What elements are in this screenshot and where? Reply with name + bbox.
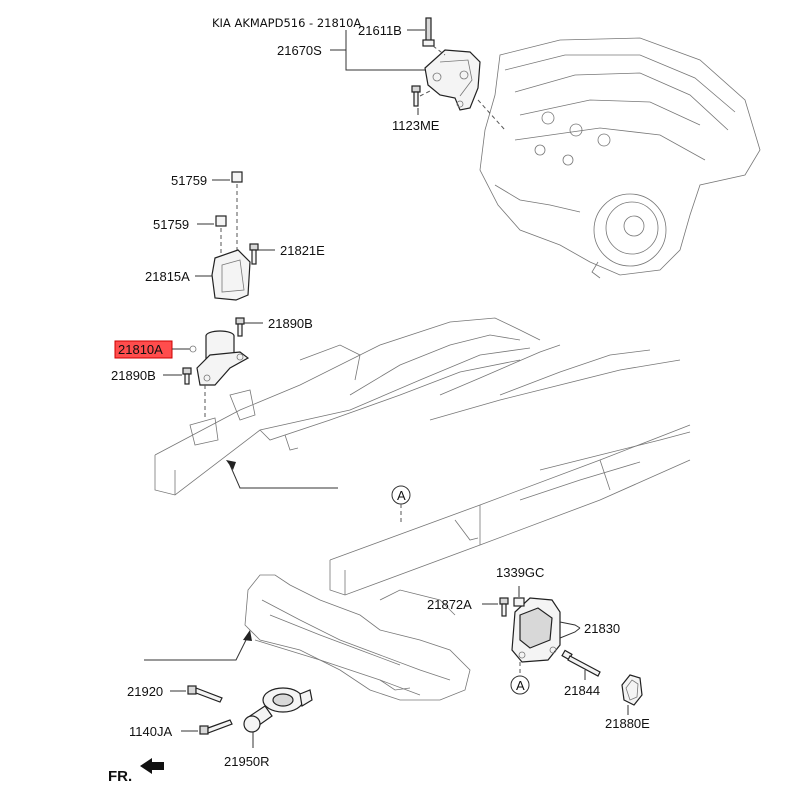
- label-21670S: 21670S: [277, 43, 322, 58]
- bolt-21872A: [499, 597, 509, 617]
- nut-1339GC: [513, 597, 525, 607]
- bolt-21890B-left: [182, 367, 192, 385]
- side-rail-right: [329, 424, 691, 596]
- label-21844: 21844: [564, 683, 600, 698]
- crossmember-subframe: [244, 574, 471, 701]
- bolt-21821E: [249, 243, 259, 265]
- label-51759-upper: 51759: [171, 173, 207, 188]
- bolt-21920: [187, 685, 223, 703]
- label-21821E: 21821E: [280, 243, 325, 258]
- label-21830: 21830: [584, 621, 620, 636]
- label-fr: FR.: [108, 768, 132, 785]
- nut-51759-lower: [215, 215, 227, 227]
- callout-circle-A-lower: [510, 675, 530, 695]
- label-21611B: 21611B: [358, 23, 402, 38]
- bolt-21890B-right: [235, 317, 245, 337]
- front-arrow-icon: [140, 758, 164, 774]
- label-21872A: 21872A: [427, 597, 472, 612]
- label-1123ME: 1123ME: [392, 118, 440, 133]
- engine-mount-21810A: [196, 330, 250, 386]
- label-21890B-left: 21890B: [111, 368, 156, 383]
- body-frame-upper: [154, 317, 681, 496]
- roll-rod-21950R: [243, 687, 313, 733]
- label-21810A: 21810A: [118, 342, 163, 357]
- label-21920: 21920: [127, 684, 163, 699]
- label-circle-A-lower: A: [516, 678, 525, 693]
- label-21950R: 21950R: [224, 754, 270, 769]
- label-21815A: 21815A: [145, 269, 190, 284]
- bracket-21815A: [211, 249, 251, 301]
- label-21890B-right: 21890B: [268, 316, 313, 331]
- bracket-21670S: [411, 17, 481, 111]
- transmission-mount-21830: [511, 597, 561, 663]
- nut-51759-upper: [231, 171, 243, 183]
- label-21880E: 21880E: [605, 716, 650, 731]
- label-51759-lower: 51759: [153, 217, 189, 232]
- front-direction-indicator: FR.: [108, 758, 164, 785]
- engine-block-illustration: [479, 37, 761, 279]
- label-1339GC: 1339GC: [496, 565, 544, 580]
- label-circle-A-middle: A: [397, 488, 406, 503]
- cap-21880E: [621, 674, 643, 706]
- diagram-header: KIA AKMAPD516 - 21810A: [212, 16, 361, 30]
- label-1140JA: 1140JA: [129, 724, 172, 739]
- bolt-21844: [561, 649, 601, 677]
- bolt-1140JA: [199, 719, 233, 735]
